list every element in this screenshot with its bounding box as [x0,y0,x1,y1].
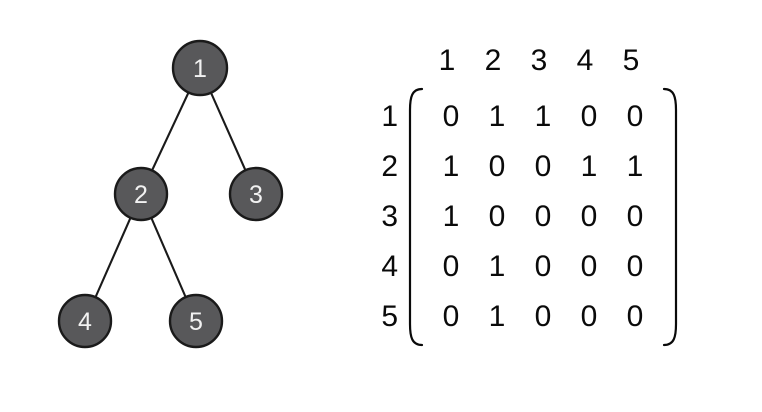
matrix-cell-3-1: 1 [442,200,460,233]
matrix-cell-4-2: 1 [488,250,506,283]
matrix-cell-5-1: 0 [442,300,460,333]
right-bracket-icon [662,87,678,347]
matrix-cell-2-4: 1 [580,150,598,183]
tree-node-circle-2[interactable] [113,166,169,222]
matrix-cell-5-5: 0 [626,300,644,333]
matrix-cell-1-4: 0 [580,100,598,133]
tree-node-label-2: 2 [134,181,148,209]
matrix-cell-1-5: 0 [626,100,644,133]
matrix-row-label-5: 5 [381,300,398,333]
tree-node-5[interactable]: 5 [168,293,224,349]
tree-node-2[interactable]: 2 [113,166,169,222]
tree-node-4[interactable]: 4 [57,293,113,349]
tree-node-label-5: 5 [189,308,203,336]
left-bracket-icon [408,87,424,347]
matrix-cell-5-2: 1 [488,300,506,333]
tree-nodes-group: 1 2 3 4 5 [57,39,284,349]
matrix-cell-2-2: 0 [488,150,506,183]
matrix-cell-2-1: 1 [442,150,460,183]
matrix-cell-1-1: 0 [442,100,460,133]
tree-node-label-1: 1 [193,55,207,83]
matrix-cell-2-5: 1 [626,150,644,183]
matrix-cell-3-2: 0 [488,200,506,233]
matrix-row-label-3: 3 [381,200,398,233]
matrix-cell-3-5: 0 [626,200,644,233]
tree-diagram-svg: 1 2 3 4 5 [57,39,284,349]
tree-node-circle-5[interactable] [168,293,224,349]
matrix-cell-5-3: 0 [534,300,552,333]
tree-diagram-panel: 1 2 3 4 5 [0,0,360,412]
matrix-row-label-column: 1 2 3 4 5 [368,86,398,348]
matrix-cell-3-4: 0 [580,200,598,233]
matrix-cell-4-4: 0 [580,250,598,283]
matrix-column-header-1: 1 [438,44,456,77]
matrix-cell-2-3: 0 [534,150,552,183]
matrix-cell-3-3: 0 [534,200,552,233]
matrix-column-header-5: 5 [622,44,640,77]
tree-node-label-4: 4 [78,308,92,336]
matrix-cell-4-3: 0 [534,250,552,283]
tree-node-1[interactable]: 1 [171,39,229,97]
matrix-cell-4-5: 0 [626,250,644,283]
matrix-cell-1-3: 1 [534,100,552,133]
tree-node-circle-3[interactable] [228,166,284,222]
tree-node-3[interactable]: 3 [228,166,284,222]
tree-node-label-3: 3 [249,181,263,209]
matrix-row-label-2: 2 [381,150,398,183]
matrix-row-label-1: 1 [381,100,398,133]
matrix-column-header-3: 3 [530,44,548,77]
matrix-cell-1-2: 1 [488,100,506,133]
matrix-column-header-2: 2 [484,44,502,77]
matrix-left-bracket [404,86,426,348]
matrix-right-bracket [660,86,682,348]
matrix-row-label-4: 4 [381,250,398,283]
matrix-cell-5-4: 0 [580,300,598,333]
matrix-column-header-4: 4 [576,44,594,77]
matrix-cell-4-1: 0 [442,250,460,283]
tree-node-circle-1[interactable] [171,39,229,97]
tree-node-circle-4[interactable] [57,293,113,349]
